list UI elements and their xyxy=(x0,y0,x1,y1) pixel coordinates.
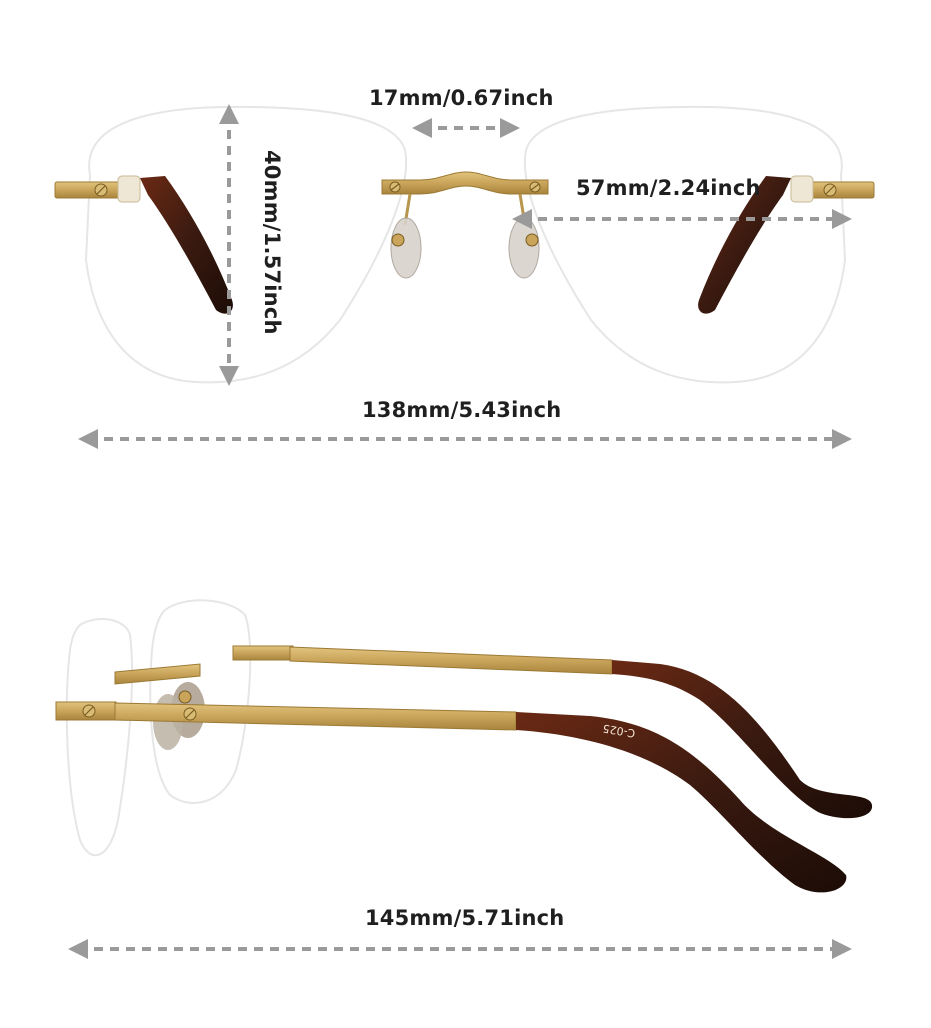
side-back-lens xyxy=(149,599,252,804)
frame-width-label: 138mm/5.43inch xyxy=(362,398,562,422)
side-view: C-025 xyxy=(55,599,873,959)
bridge-width-label: 17mm/0.67inch xyxy=(369,86,554,110)
lens-width-label: 57mm/2.24inch xyxy=(576,176,761,200)
upper-temple-tip xyxy=(612,660,873,819)
right-nose-pad xyxy=(508,217,540,279)
upper-temple-hinge xyxy=(232,645,294,661)
lens-height-label: 40mm/1.57inch xyxy=(260,150,284,335)
bridge xyxy=(381,171,549,195)
temple-length-label: 145mm/5.71inch xyxy=(365,906,565,930)
left-temple-tip xyxy=(140,176,233,314)
front-view xyxy=(54,104,875,449)
side-front-lens xyxy=(65,618,134,857)
left-nose-pad xyxy=(390,217,422,279)
left-lens xyxy=(84,105,407,384)
temple-engraving: C-025 xyxy=(602,721,636,739)
lower-temple-tip xyxy=(516,712,847,893)
right-lens xyxy=(524,105,847,384)
upper-temple-arm xyxy=(289,646,613,675)
